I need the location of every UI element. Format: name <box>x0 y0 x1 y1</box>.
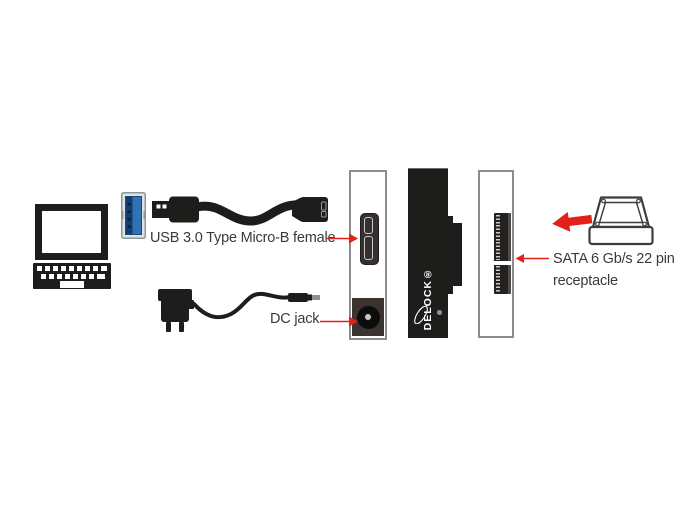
adapter-device: DELOCK® <box>408 168 462 338</box>
sata-label-arrow-icon <box>515 254 549 263</box>
usb-label-arrow-icon <box>327 233 358 244</box>
hdd-drive-icon <box>588 196 654 246</box>
sata-connector-plug <box>453 223 462 286</box>
micro-b-port <box>360 213 379 265</box>
sata-label: SATA 6 Gb/s 22 pin receptacle <box>553 248 675 292</box>
usb-micro-b-cable-icon <box>152 196 328 226</box>
laptop-icon <box>33 204 111 289</box>
micro-b-opening-bottom <box>364 236 373 260</box>
sata-power-pins <box>496 215 500 260</box>
dc-jack-barrel <box>356 305 380 329</box>
dc-jack-label-arrow-icon <box>320 316 358 327</box>
adapter-usb-side-panel <box>349 170 387 340</box>
dc-jack-label: DC jack <box>270 311 320 327</box>
sata-receptacle <box>493 213 512 294</box>
usb-type-a-female-port-icon <box>121 192 146 239</box>
adapter-sata-side-panel <box>478 170 514 338</box>
micro-b-opening-top <box>364 217 373 234</box>
sata-label-line2: receptacle <box>553 273 618 289</box>
usb-micro-b-label: USB 3.0 Type Micro-B female <box>150 230 336 246</box>
brand-swoosh-icon <box>414 306 428 324</box>
sata-signal-pins <box>496 266 500 292</box>
dc-jack-pin <box>365 314 371 320</box>
sata-label-line1: SATA 6 Gb/s 22 pin <box>553 251 675 267</box>
dc-jack-port <box>352 298 384 336</box>
sata-connector-base <box>448 216 453 294</box>
red-left-arrow-icon <box>552 211 593 232</box>
led-indicator <box>437 310 442 315</box>
sata-key-gap <box>493 261 512 265</box>
power-adapter-icon <box>158 289 320 332</box>
